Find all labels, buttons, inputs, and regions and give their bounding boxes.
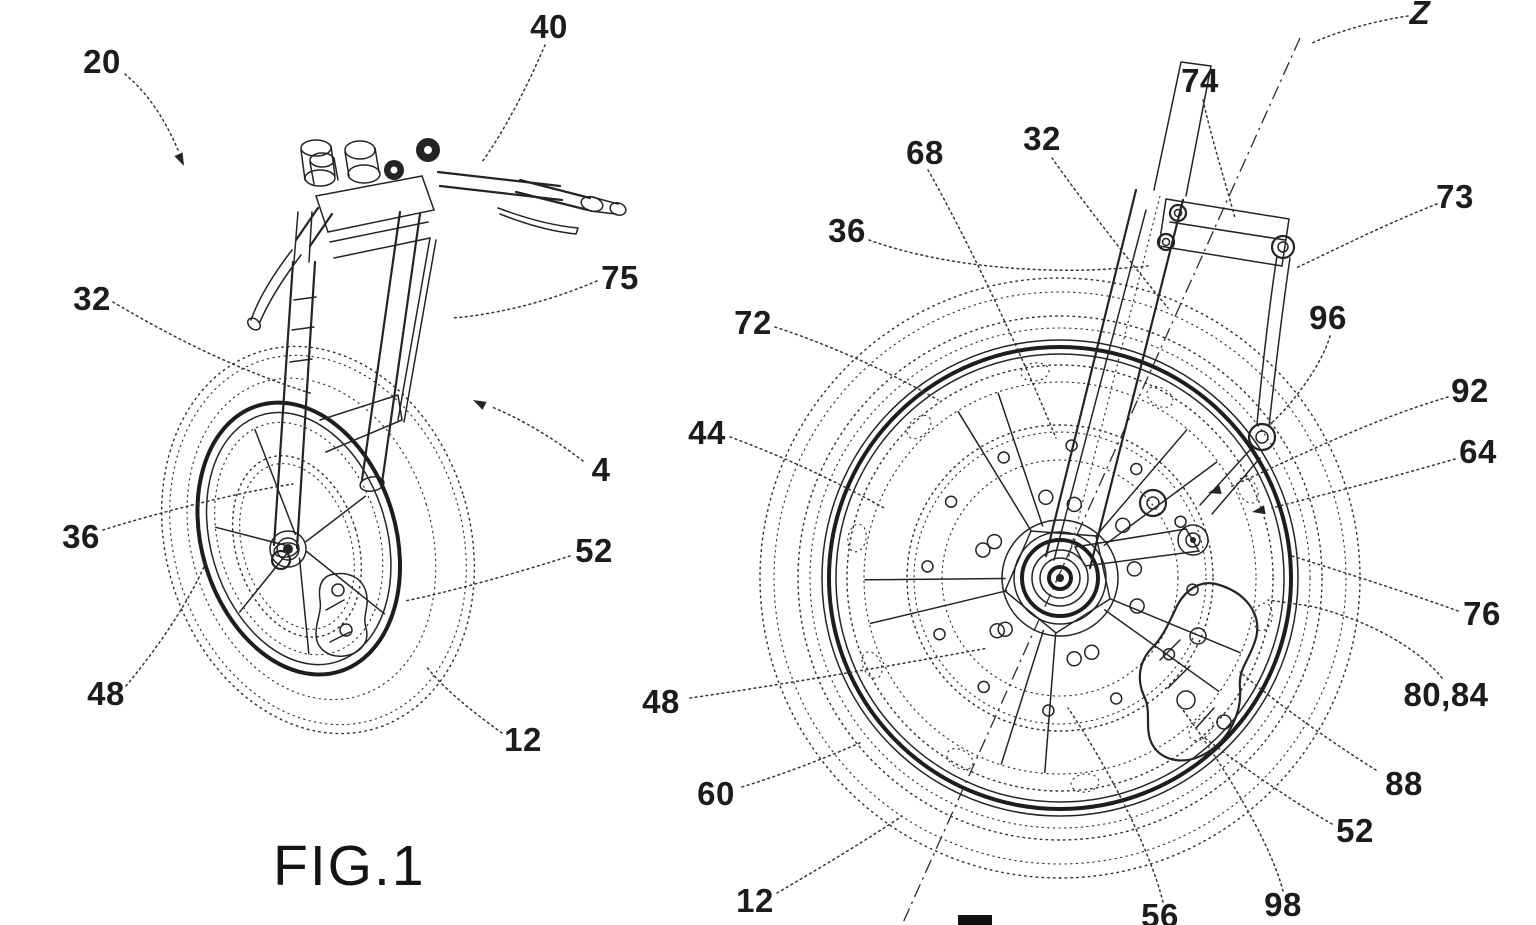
leader-fig2-48	[689, 647, 989, 699]
leader-fig2-96	[1265, 335, 1331, 429]
fig2-arrow-92	[1208, 485, 1222, 494]
fig2-arrow-64	[1252, 505, 1266, 515]
leader-fig2-80-84	[1267, 599, 1443, 679]
fig2-leader-lines	[689, 15, 1459, 903]
leader-fig1-12	[425, 665, 503, 734]
leader-fig2-64	[1271, 458, 1456, 509]
leader-fig1-40	[481, 44, 546, 163]
leader-fig2-74	[1202, 99, 1236, 219]
fig2-brake-caliper	[1138, 582, 1259, 762]
fig2-linkage	[1199, 234, 1296, 515]
leader-fig2-56	[1067, 707, 1164, 903]
fig2-disc-buttons	[921, 439, 1199, 717]
leader-fig1-36	[102, 483, 294, 531]
leader-fig2-92	[1229, 396, 1449, 488]
leader-fig2-36	[868, 239, 1149, 271]
leader-fig2-68	[927, 169, 1057, 439]
leader-fig2-98	[1179, 705, 1284, 892]
fig1-handlebar	[246, 139, 627, 331]
leader-fig1-52	[404, 555, 571, 602]
fig1-arrow-4	[473, 400, 487, 410]
fig1-brake-disc	[231, 455, 363, 638]
leader-fig1-32	[112, 301, 314, 395]
fig2-caption-partial	[958, 915, 992, 925]
fig1-stay-75	[397, 237, 437, 423]
fig1-front-wheel	[160, 345, 476, 735]
leader-fig2-72	[774, 326, 939, 401]
fig2-brake-disc	[906, 424, 1214, 732]
fig1-brake-caliper	[315, 572, 368, 657]
fig1-arrow-20	[174, 152, 184, 166]
leader-fig1-4	[491, 406, 584, 462]
fig2-steering-axis-z	[901, 37, 1301, 925]
leader-fig1-75	[451, 280, 598, 319]
fig1-brake-lever	[497, 207, 579, 235]
fig1-leader-lines	[102, 44, 598, 734]
fig2-fork-leg	[1044, 61, 1290, 570]
leader-fig2-76	[1291, 555, 1459, 612]
fig2-fork-bracket-74	[1158, 198, 1290, 267]
leader-fig1-20	[124, 73, 179, 151]
leader-fig2-32	[1051, 157, 1169, 309]
fig1-hub	[269, 530, 307, 571]
fig2-hub-bolts	[975, 489, 1145, 667]
fig1-fork	[272, 210, 437, 558]
fig1-clutch-lever	[250, 249, 302, 323]
leader-fig2-60	[741, 741, 863, 788]
fig2-wheel-circles	[759, 277, 1361, 879]
fig1-drawing	[102, 44, 627, 735]
fig1-spokes	[215, 428, 386, 655]
leader-fig2-88	[1239, 671, 1377, 771]
leader-fig2-Z	[1309, 15, 1409, 45]
leader-fig2-52	[1204, 737, 1333, 825]
fig2-spokes	[864, 392, 1241, 774]
fig2-caliper-bracket	[1073, 488, 1209, 567]
fig1-triple-clamp	[309, 138, 440, 259]
fig2-drawing	[689, 15, 1459, 925]
leader-fig2-12	[776, 815, 903, 894]
leader-fig2-73	[1295, 203, 1438, 269]
fig1-caption: FIG.1	[273, 834, 426, 898]
leader-fig1-48	[125, 559, 208, 687]
